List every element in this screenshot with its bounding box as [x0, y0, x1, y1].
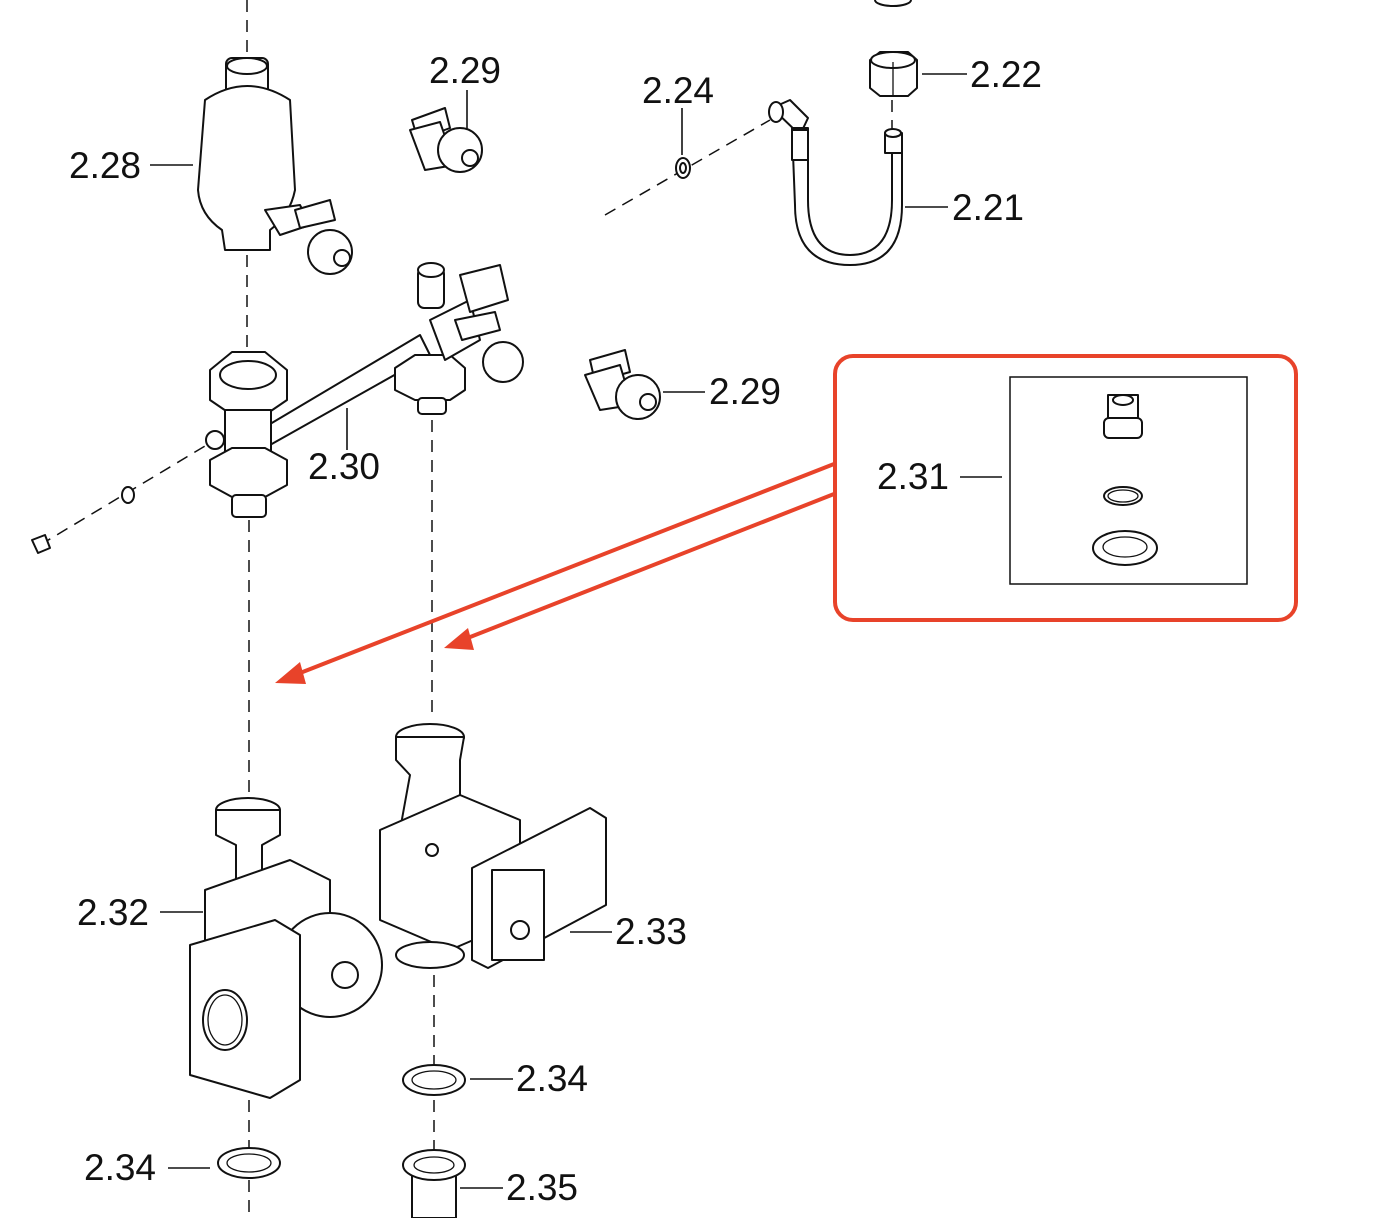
label-2-29-mid: 2.29 [709, 371, 781, 412]
part-2-24-washer[interactable] [675, 157, 691, 179]
part-2-35-tailpiece[interactable] [402, 1149, 466, 1218]
check-valve-insert [1103, 394, 1143, 439]
label-2-35: 2.35 [506, 1167, 578, 1208]
part-labels: 2.28 2.29 2.24 2.22 2.21 2.29 2.30 2.31 … [69, 50, 1042, 1208]
part-2-34-seal-left[interactable] [217, 1147, 281, 1179]
label-2-28: 2.28 [69, 145, 141, 186]
label-2-34-left: 2.34 [84, 1147, 156, 1188]
seal-ring [1092, 530, 1158, 566]
label-2-34-right: 2.34 [516, 1058, 588, 1099]
screw-and-washer[interactable] [31, 486, 135, 554]
part-2-31-callout[interactable] [833, 354, 1298, 622]
label-2-32: 2.32 [77, 892, 149, 933]
part-2-29-valve-mid[interactable] [584, 349, 661, 420]
part-2-33-pump[interactable] [379, 723, 607, 969]
leader-lines [150, 73, 967, 1189]
part-2-30-manifold[interactable] [205, 262, 524, 518]
label-2-31: 2.31 [877, 456, 949, 497]
label-2-29-top: 2.29 [429, 50, 501, 91]
label-2-30: 2.30 [308, 446, 380, 487]
circlip [1103, 486, 1143, 506]
part-2-22-nut[interactable] [869, 0, 918, 97]
label-2-33: 2.33 [615, 911, 687, 952]
label-2-22: 2.22 [970, 54, 1042, 95]
part-2-34-seal-right[interactable] [402, 1064, 466, 1096]
label-2-21: 2.21 [952, 187, 1024, 228]
label-2-24: 2.24 [642, 70, 714, 111]
part-2-21-pipe[interactable] [768, 99, 903, 266]
part-2-29-valve-top[interactable] [409, 107, 483, 173]
highlight-arrows [275, 462, 835, 684]
part-2-28-vessel[interactable] [197, 57, 353, 275]
part-2-32-pump[interactable] [189, 797, 383, 1099]
